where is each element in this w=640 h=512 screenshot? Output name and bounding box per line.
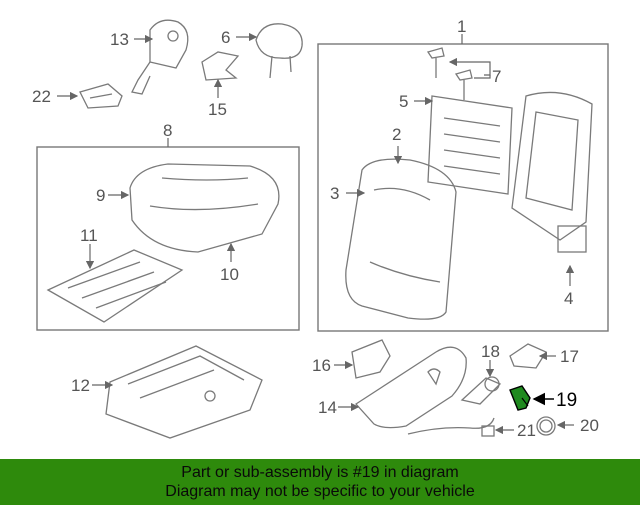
banner-line-disclaimer: Diagram may not be specific to your vehi…	[165, 483, 475, 500]
callout-12: 12	[71, 376, 90, 395]
callout-9: 9	[96, 186, 105, 205]
banner-line-part: Part or sub-assembly is #19 in diagram	[181, 464, 459, 481]
callout-10: 10	[220, 265, 239, 284]
part-21-cable	[407, 417, 495, 437]
callout-13: 13	[110, 30, 129, 49]
part-7-screws	[426, 47, 473, 100]
callout-5: 5	[399, 92, 408, 111]
callout-19: 19	[556, 390, 577, 411]
part-12-seat-track	[105, 345, 263, 439]
part-5-back-panel	[427, 95, 513, 195]
part-4-back-frame	[511, 91, 593, 253]
callout-21: 21	[517, 421, 536, 440]
part-14-side-shield	[355, 346, 467, 429]
info-banner: Part or sub-assembly is #19 in diagram D…	[0, 459, 640, 505]
callout-15: 15	[208, 100, 227, 119]
part-16-bracket	[351, 339, 391, 379]
part-19-screw	[509, 385, 531, 411]
part-10-seat-cushion	[129, 163, 280, 253]
callout-7: 7	[492, 67, 501, 86]
callout-16: 16	[312, 356, 331, 375]
part-22-bracket	[79, 83, 123, 109]
part-15-bezel	[201, 51, 240, 81]
part-6-headrest	[255, 23, 303, 79]
callout-20: 20	[580, 416, 599, 435]
callout-1: 1	[457, 17, 466, 36]
group-box-1	[317, 43, 609, 332]
callout-8: 8	[163, 121, 172, 140]
parts-diagram: 1 2 3 4 5 6 7 8 9 10 11 12 13 14 15 16 1…	[32, 17, 609, 440]
callout-2: 2	[392, 125, 401, 144]
part-11-seat-pad	[46, 249, 184, 323]
callout-4: 4	[564, 289, 573, 308]
callout-18: 18	[481, 342, 500, 361]
part-20-ring	[536, 416, 556, 436]
callout-17: 17	[560, 347, 579, 366]
callout-22: 22	[32, 87, 51, 106]
part-18-knob	[460, 376, 502, 405]
callout-6: 6	[221, 28, 230, 47]
callout-11: 11	[80, 226, 98, 245]
group-box-8	[36, 146, 300, 331]
part-13-recliner-cover	[131, 19, 189, 95]
callout-14: 14	[318, 398, 337, 417]
callout-3: 3	[330, 184, 339, 203]
